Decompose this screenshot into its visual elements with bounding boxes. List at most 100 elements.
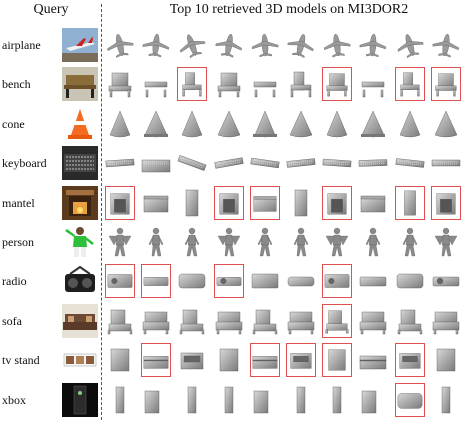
retrieved-model-keyboard-10 bbox=[431, 146, 461, 180]
retrieved-model-person-3 bbox=[177, 225, 207, 259]
retrieved-model-airplane-2 bbox=[141, 28, 171, 62]
retrieved-model-bench-10-mismatch bbox=[430, 67, 461, 102]
retrieved-model-airplane-4 bbox=[214, 28, 244, 62]
query-image-keyboard bbox=[62, 146, 98, 181]
retrieved-model-tv-stand-1 bbox=[105, 343, 135, 377]
retrieved-model-airplane-9 bbox=[395, 28, 425, 62]
retrieved-model-mantel-10-mismatch bbox=[430, 185, 461, 220]
retrieved-model-bench-1 bbox=[105, 67, 135, 101]
retrieved-model-xbox-2 bbox=[141, 383, 171, 417]
class-label-person: person bbox=[2, 235, 34, 249]
retrieved-model-bench-9-mismatch bbox=[394, 67, 425, 102]
retrieved-model-radio-4-mismatch bbox=[213, 264, 244, 299]
retrieved-model-airplane-7 bbox=[322, 28, 352, 62]
retrieved-model-person-1 bbox=[105, 225, 135, 259]
retrieved-model-radio-3 bbox=[177, 264, 207, 298]
retrieved-model-airplane-5 bbox=[250, 28, 280, 62]
retrieved-model-airplane-6 bbox=[286, 28, 316, 62]
retrieved-model-sofa-9 bbox=[395, 304, 425, 338]
retrieved-model-radio-7-mismatch bbox=[322, 264, 353, 299]
retrieved-model-mantel-7-mismatch bbox=[322, 185, 353, 220]
class-label-sofa: sofa bbox=[2, 313, 22, 328]
retrieved-model-person-4 bbox=[214, 225, 244, 259]
retrieved-model-sofa-6 bbox=[286, 304, 316, 338]
class-label-tv-stand: tv stand bbox=[2, 353, 40, 368]
retrieved-model-xbox-3 bbox=[177, 383, 207, 417]
class-label-cone: cone bbox=[2, 116, 25, 131]
retrieved-model-mantel-4-mismatch bbox=[213, 185, 244, 220]
retrieved-model-xbox-6 bbox=[286, 383, 316, 417]
retrieved-model-keyboard-2 bbox=[141, 146, 171, 180]
retrieved-model-radio-6 bbox=[286, 264, 316, 298]
retrieved-model-cone-1 bbox=[105, 107, 135, 141]
query-image-person bbox=[62, 225, 98, 259]
retrieved-model-cone-9 bbox=[395, 107, 425, 141]
retrieved-model-keyboard-3 bbox=[177, 146, 207, 180]
class-label-radio: radio bbox=[2, 274, 27, 289]
retrieved-model-tv-stand-2-mismatch bbox=[141, 343, 172, 378]
retrieved-model-cone-5 bbox=[250, 107, 280, 141]
class-label-xbox: xbox bbox=[2, 392, 26, 407]
retrieved-model-bench-7-mismatch bbox=[322, 67, 353, 102]
retrieved-model-tv-stand-5-mismatch bbox=[249, 343, 280, 378]
retrieved-model-bench-3-mismatch bbox=[177, 67, 208, 102]
retrieved-model-airplane-3 bbox=[177, 28, 207, 62]
retrieved-model-sofa-8 bbox=[358, 304, 388, 338]
retrieved-model-tv-stand-6-mismatch bbox=[286, 343, 316, 378]
retrieved-model-radio-2-mismatch bbox=[141, 264, 172, 299]
retrieved-model-radio-8 bbox=[358, 264, 388, 298]
retrieved-model-keyboard-7 bbox=[322, 146, 352, 180]
retrieved-model-cone-10 bbox=[431, 107, 461, 141]
retrieved-model-sofa-7-mismatch bbox=[322, 303, 353, 338]
retrieved-model-cone-4 bbox=[214, 107, 244, 141]
retrieved-model-xbox-9-mismatch bbox=[394, 382, 425, 417]
retrieved-model-sofa-2 bbox=[141, 304, 171, 338]
retrieved-model-radio-9 bbox=[395, 264, 425, 298]
class-label-mantel: mantel bbox=[2, 195, 35, 210]
retrieved-model-radio-5 bbox=[250, 264, 280, 298]
retrieved-model-airplane-1 bbox=[105, 28, 135, 62]
retrieved-model-mantel-9-mismatch bbox=[394, 185, 425, 220]
retrieved-model-xbox-1 bbox=[105, 383, 135, 417]
query-image-sofa bbox=[62, 303, 98, 338]
retrieved-model-radio-1-mismatch bbox=[105, 264, 135, 299]
retrieved-model-bench-5 bbox=[250, 67, 280, 101]
retrieved-model-radio-10 bbox=[431, 264, 461, 298]
retrieved-model-xbox-10 bbox=[431, 383, 461, 417]
retrieved-model-tv-stand-8 bbox=[358, 343, 388, 377]
retrieved-model-keyboard-5 bbox=[250, 146, 280, 180]
retrieved-model-cone-7 bbox=[322, 107, 352, 141]
retrieved-model-person-10 bbox=[431, 225, 461, 259]
retrieved-model-airplane-8 bbox=[358, 28, 388, 62]
retrieved-model-keyboard-4 bbox=[214, 146, 244, 180]
retrieved-model-cone-2 bbox=[141, 107, 171, 141]
query-image-cone bbox=[62, 106, 98, 141]
retrieved-model-xbox-7 bbox=[322, 383, 352, 417]
retrieved-model-cone-3 bbox=[177, 107, 207, 141]
retrieved-model-mantel-2 bbox=[141, 186, 171, 220]
retrieved-model-bench-2 bbox=[141, 67, 171, 101]
query-image-tv-stand bbox=[62, 343, 98, 378]
retrieved-model-person-5 bbox=[250, 225, 280, 259]
retrieved-model-tv-stand-3 bbox=[177, 343, 207, 377]
retrieved-model-keyboard-1 bbox=[105, 146, 135, 180]
retrieved-model-sofa-3 bbox=[177, 304, 207, 338]
retrieved-model-mantel-1-mismatch bbox=[105, 185, 135, 220]
query-image-bench bbox=[62, 67, 98, 102]
retrieved-model-tv-stand-7-mismatch bbox=[322, 343, 353, 378]
retrieved-model-cone-6 bbox=[286, 107, 316, 141]
figure-title: Top 10 retrieved 3D models on MI3DOR2 bbox=[169, 2, 409, 17]
retrieved-model-bench-6 bbox=[286, 67, 316, 101]
retrieved-model-tv-stand-9-mismatch bbox=[394, 343, 425, 378]
retrieved-model-person-7 bbox=[322, 225, 352, 259]
retrieved-model-sofa-1 bbox=[105, 304, 135, 338]
retrieved-model-keyboard-9 bbox=[395, 146, 425, 180]
retrieved-model-xbox-4 bbox=[214, 383, 244, 417]
retrieved-model-cone-8 bbox=[358, 107, 388, 141]
query-image-radio bbox=[62, 264, 98, 299]
retrieved-model-person-2 bbox=[141, 225, 171, 259]
retrieved-model-sofa-4 bbox=[214, 304, 244, 338]
retrieved-model-mantel-6 bbox=[286, 186, 316, 220]
retrieved-model-keyboard-6 bbox=[286, 146, 316, 180]
retrieved-model-bench-4 bbox=[214, 67, 244, 101]
